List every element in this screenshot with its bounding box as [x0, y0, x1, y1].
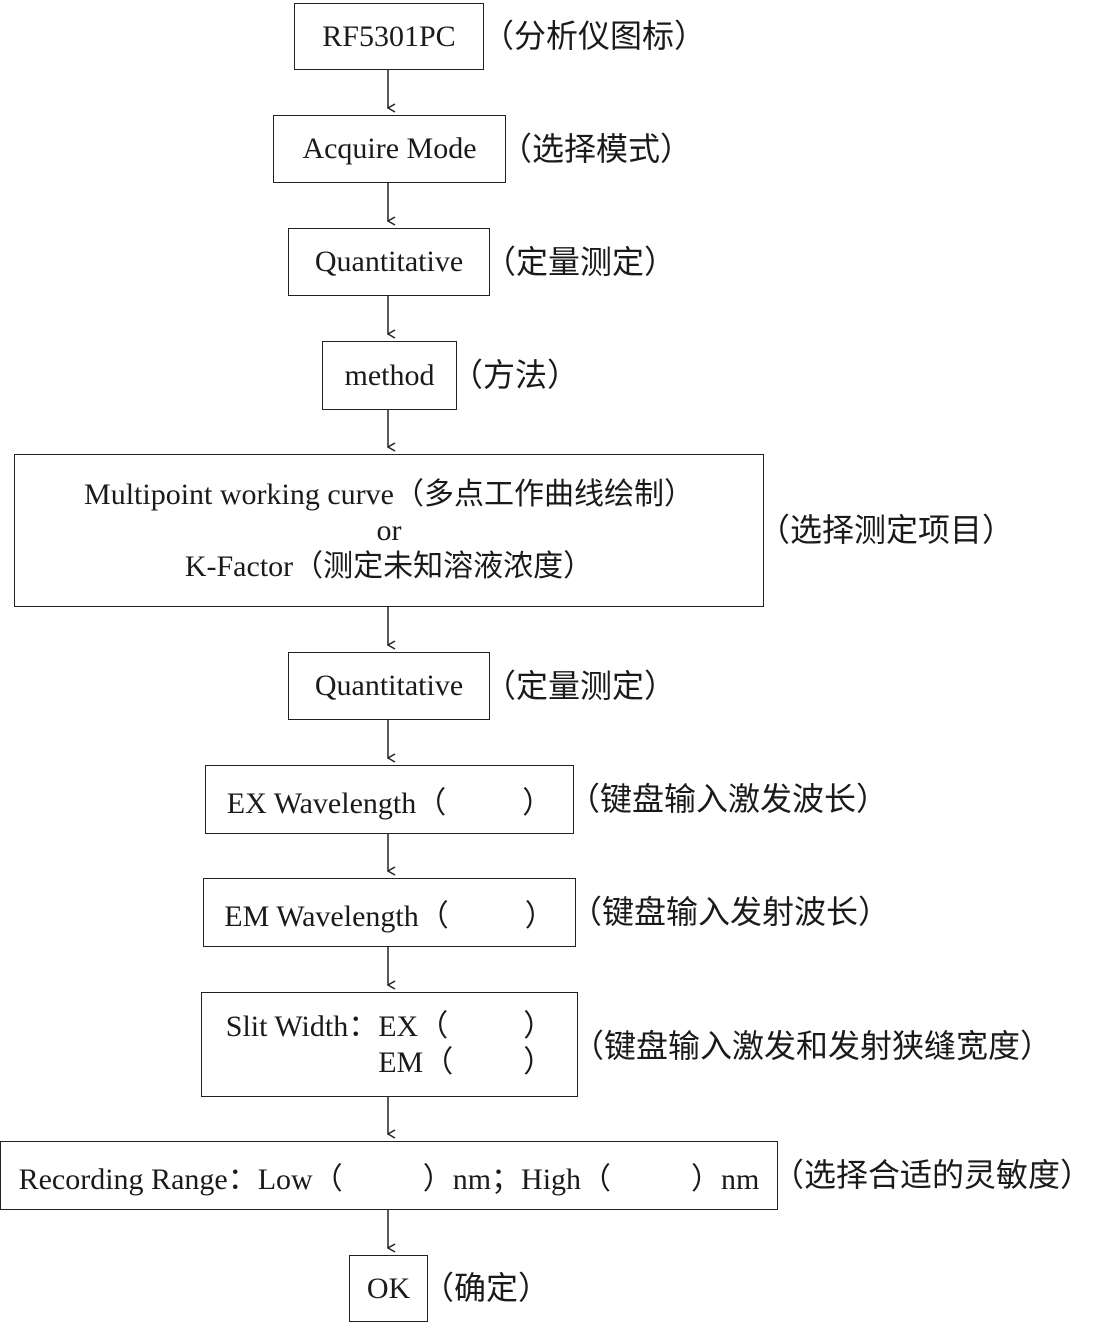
step-rf5301pc-label: RF5301PC	[322, 19, 456, 53]
step-kfactor-line: K-Factor（测定未知溶液浓度）	[184, 549, 594, 583]
step-multipoint-line: Multipoint working curve（多点工作曲线绘制）	[84, 477, 694, 511]
recording-range-label: Recording Range：	[18, 1162, 258, 1196]
slit-ex-label: EX（	[378, 1009, 449, 1043]
step-measurement-item-box: Multipoint working curve（多点工作曲线绘制） or K-…	[14, 454, 764, 607]
step-method-box: method	[322, 341, 457, 410]
recording-high-label: High（	[521, 1162, 612, 1196]
step-rf5301pc-note: （分析仪图标）	[482, 18, 707, 54]
step-quantitative-2-note: （定量测定）	[484, 668, 677, 704]
recording-mid-label: ）nm；	[422, 1162, 522, 1196]
slit-em-close: ）	[523, 1045, 554, 1079]
step-recording-range-box: Recording Range： Low（ ）nm； High（ ）nm	[0, 1141, 778, 1210]
step-em-wavelength-suffix: ）	[524, 899, 555, 933]
step-slit-width-box: Slit Width： EX（ ） EM（ ）	[201, 992, 578, 1097]
step-quantitative-note: （定量测定）	[484, 244, 677, 280]
step-ok-note: （确定）	[422, 1270, 551, 1306]
slit-ex-close: ）	[523, 1009, 554, 1043]
step-rf5301pc-box: RF5301PC	[294, 3, 484, 70]
step-ex-wavelength-prefix: EX Wavelength（	[226, 786, 447, 820]
step-quantitative-box: Quantitative	[288, 228, 490, 296]
step-acquire-mode-note: （选择模式）	[500, 131, 693, 167]
slit-width-label: Slit Width：	[225, 1009, 379, 1043]
step-quantitative-2-label: Quantitative	[314, 669, 464, 702]
step-em-wavelength-prefix: EM Wavelength（	[224, 899, 449, 933]
recording-low-label: Low（	[257, 1162, 343, 1196]
step-ex-wavelength-suffix: ）	[522, 786, 553, 820]
step-acquire-mode-label: Acquire Mode	[302, 132, 477, 165]
step-or-line: or	[376, 513, 402, 547]
step-ex-wavelength-box: EX Wavelength（ ）	[205, 765, 574, 834]
step-method-label: method	[344, 358, 435, 392]
step-ex-wavelength-note: （键盘输入激发波长）	[568, 781, 889, 817]
step-slit-width-note: （键盘输入激发和发射狭缝宽度）	[572, 1028, 1053, 1064]
step-quantitative-label: Quantitative	[314, 245, 464, 278]
step-ok-box: OK	[349, 1255, 428, 1322]
step-acquire-mode-box: Acquire Mode	[273, 115, 506, 183]
step-measurement-item-note: （选择测定项目）	[758, 512, 1015, 548]
step-em-wavelength-box: EM Wavelength（ ）	[203, 878, 576, 947]
step-recording-range-note: （选择合适的灵敏度）	[772, 1157, 1093, 1193]
recording-end-label: ）nm	[691, 1162, 760, 1196]
slit-em-label: EM（	[378, 1045, 454, 1079]
step-quantitative-2-box: Quantitative	[288, 652, 490, 720]
slit-width-grid: Slit Width： EX（ ） EM（ ）	[226, 1009, 553, 1081]
step-ok-label: OK	[366, 1271, 411, 1305]
step-em-wavelength-note: （键盘输入发射波长）	[570, 894, 891, 930]
step-method-note: （方法）	[451, 357, 580, 393]
